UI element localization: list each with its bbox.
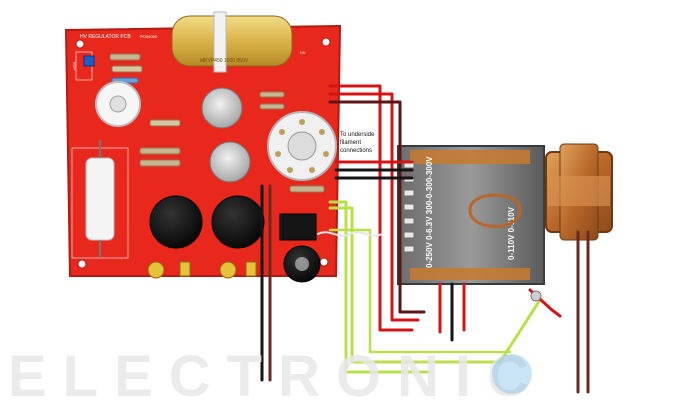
wire-green bbox=[328, 200, 432, 374]
transformer-label-right: 0-110V 0-110V bbox=[507, 206, 516, 260]
wire-red bbox=[328, 92, 420, 322]
pcb-title: HV REGULATOR PCB bbox=[80, 34, 131, 40]
small-capacitor bbox=[219, 261, 237, 279]
annotation-line-3: connections bbox=[340, 148, 372, 154]
valve-socket-small bbox=[95, 81, 141, 127]
annotation-note: To underside filament connections bbox=[340, 132, 375, 154]
aluminium-capacitor bbox=[201, 87, 243, 129]
pcb-label-hv: HV bbox=[300, 50, 306, 55]
mains-transformer: 0-250V 0-6.3V 300-0-300-300V 0-110V 0-11… bbox=[397, 145, 545, 285]
wiring bbox=[260, 84, 590, 394]
small-capacitor bbox=[245, 261, 257, 277]
copper-loop bbox=[468, 193, 522, 228]
watermark-logo bbox=[492, 354, 532, 394]
aluminium-capacitor bbox=[209, 141, 251, 183]
wire-twisted bbox=[317, 231, 383, 237]
pcb-label-aux: HTR bbox=[72, 62, 77, 70]
trimmer-pot bbox=[83, 55, 95, 67]
power-resistor bbox=[85, 140, 115, 258]
cable-tie bbox=[213, 11, 227, 73]
watermark: ELECTRONIC bbox=[8, 344, 545, 400]
wire-green bbox=[328, 206, 542, 364]
annotation-line-1: To underside bbox=[340, 132, 375, 138]
watermark-text: ELECTRONIC bbox=[8, 344, 545, 400]
electrolytic-capacitor bbox=[149, 195, 203, 249]
resistor-group-top bbox=[109, 53, 285, 110]
capacitor-label: MKVP450 1000 850V bbox=[200, 58, 249, 64]
pcb-code: PCB4000 bbox=[140, 34, 158, 39]
transformer-label-left: 0-250V 0-6.3V 300-0-300-300V bbox=[425, 156, 434, 268]
resistor-group-middle bbox=[139, 119, 325, 193]
valve-socket-octal bbox=[267, 111, 337, 181]
small-capacitor bbox=[179, 261, 191, 277]
regulator-transistor bbox=[279, 213, 317, 241]
wire-red bbox=[328, 84, 414, 332]
wire-brown bbox=[328, 100, 426, 314]
ring-terminal bbox=[530, 290, 542, 302]
filament-transformer bbox=[545, 143, 613, 241]
small-capacitor bbox=[147, 261, 165, 279]
electrolytic-capacitor bbox=[211, 195, 265, 249]
annotation-line-2: filament bbox=[340, 140, 361, 146]
film-capacitor: MKVP450 1000 850V bbox=[171, 11, 293, 73]
wire-green bbox=[328, 228, 512, 354]
